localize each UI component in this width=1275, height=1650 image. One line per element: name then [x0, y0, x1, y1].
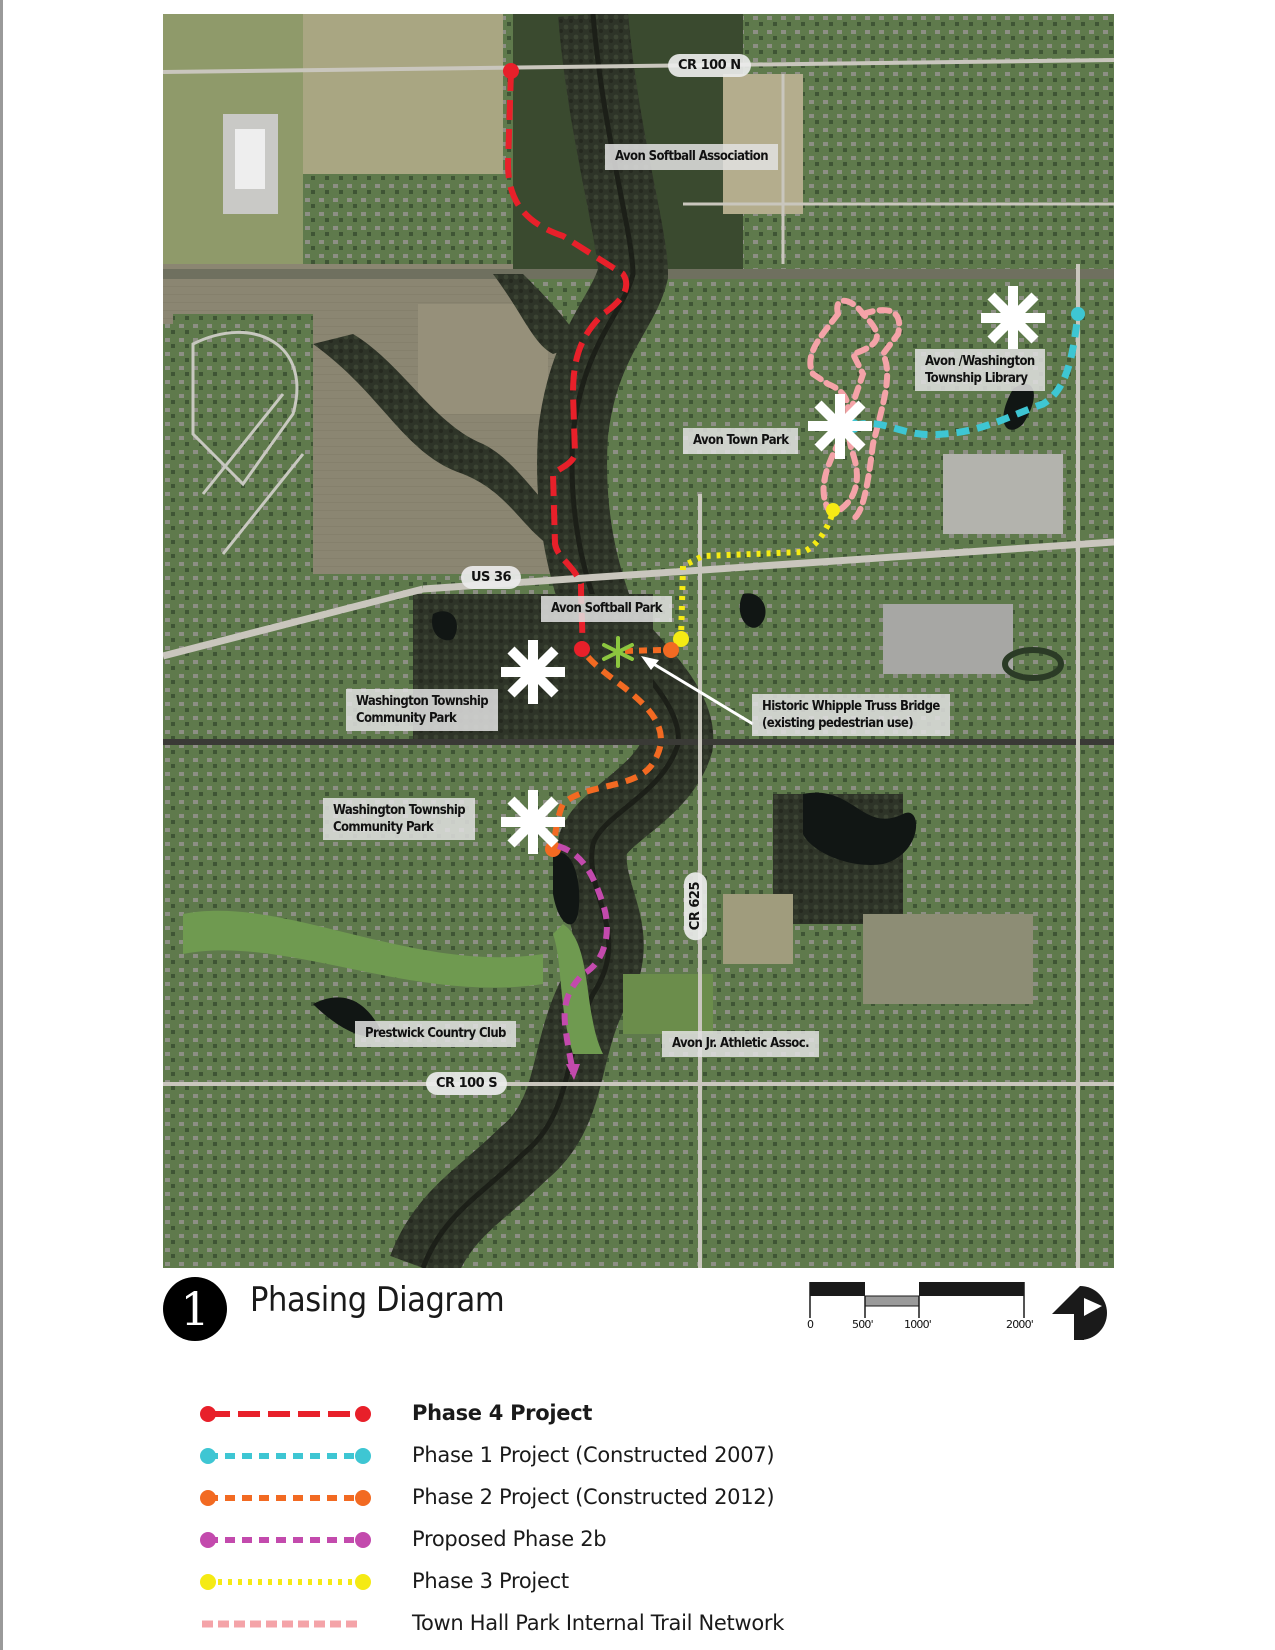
legend-label: Phase 1 Project (Constructed 2007): [412, 1443, 775, 1467]
label-avon-town-park: Avon Town Park: [683, 428, 799, 454]
label-washington-park-north: Washington Township Community Park: [346, 689, 499, 731]
bridge-pointer-arrow: [646, 658, 754, 726]
town-hall-trail-path: [807, 297, 903, 522]
aerial-map: CR 100 N US 36 CR 625 CR 100 S Avon Soft…: [163, 14, 1114, 1268]
legend-swatch-phase1: [200, 1448, 371, 1464]
legend-label: Phase 4 Project: [412, 1401, 593, 1425]
label-avon-washington-library: Avon /Washington Township Library: [915, 349, 1045, 391]
scale-tick: 1000': [904, 1318, 932, 1331]
legend-label: Town Hall Park Internal Trail Network: [412, 1611, 785, 1635]
label-line: Avon /Washington: [925, 354, 1035, 369]
scale-tick: 2000': [1006, 1318, 1034, 1331]
label-prestwick-country-club: Prestwick Country Club: [355, 1021, 516, 1047]
figure-title: Phasing Diagram: [250, 1280, 505, 1320]
legend-swatch-phase2b: [200, 1532, 371, 1548]
legend-item-phase2b: Proposed Phase 2b: [198, 1521, 898, 1563]
label-line: Washington Township: [333, 803, 466, 818]
aerial-map-graphic: [163, 14, 1114, 1268]
legend-swatch-phase2: [200, 1490, 371, 1506]
asterisk-park-icon: [808, 394, 872, 459]
north-arrow-icon: [1052, 1286, 1107, 1340]
label-line: Historic Whipple Truss Bridge: [762, 699, 940, 714]
legend-swatch-phase3: [200, 1574, 371, 1590]
legend: Phase 4 Project Phase 1 Project (Constru…: [198, 1395, 898, 1647]
phase4-path: [503, 63, 630, 657]
legend-item-phase2: Phase 2 Project (Constructed 2012): [198, 1479, 898, 1521]
asterisk-park-icon: [501, 790, 565, 854]
legend-item-phase3: Phase 3 Project: [198, 1563, 898, 1605]
legend-item-town-hall-trail: Town Hall Park Internal Trail Network: [198, 1605, 898, 1647]
road-label-cr-625: CR 625: [684, 872, 707, 941]
label-avon-softball-park: Avon Softball Park: [541, 596, 672, 622]
scale-tick: 0: [807, 1318, 814, 1331]
scale-bar-graphic: [809, 1282, 1025, 1318]
label-avon-jr-athletic: Avon Jr. Athletic Assoc.: [662, 1031, 819, 1057]
phase2b-path: [556, 843, 610, 1080]
asterisk-park-icon: [981, 286, 1045, 349]
page-left-border: [0, 0, 3, 1650]
label-line: Township Library: [925, 371, 1028, 386]
label-historic-bridge: Historic Whipple Truss Bridge (existing …: [752, 694, 950, 736]
asterisk-bridge-icon: [602, 636, 634, 668]
label-line: (existing pedestrian use): [762, 716, 914, 731]
legend-label: Proposed Phase 2b: [412, 1527, 607, 1551]
legend-label: Phase 2 Project (Constructed 2012): [412, 1485, 775, 1509]
road-label-us-36: US 36: [461, 566, 522, 589]
legend-item-phase4: Phase 4 Project: [198, 1395, 898, 1437]
scale-bar: 0 500' 1000' 2000': [807, 1280, 1034, 1340]
scale-tick: 500': [852, 1318, 874, 1331]
legend-swatch-phase4: [200, 1406, 371, 1422]
label-washington-park-south: Washington Township Community Park: [323, 798, 476, 840]
road-label-cr-100s: CR 100 S: [426, 1072, 508, 1095]
label-avon-softball-association: Avon Softball Association: [605, 144, 778, 170]
figure-number-badge: 1: [163, 1277, 227, 1341]
label-line: Community Park: [356, 711, 457, 726]
legend-label: Phase 3 Project: [412, 1569, 569, 1593]
asterisk-park-icon: [501, 640, 565, 704]
phase3-path: [673, 503, 840, 647]
label-line: Washington Township: [356, 694, 489, 709]
label-line: Community Park: [333, 820, 434, 835]
road-label-cr-100n: CR 100 N: [668, 54, 751, 77]
legend-item-phase1: Phase 1 Project (Constructed 2007): [198, 1437, 898, 1479]
legend-swatch-town-hall-trail: [202, 1620, 358, 1628]
